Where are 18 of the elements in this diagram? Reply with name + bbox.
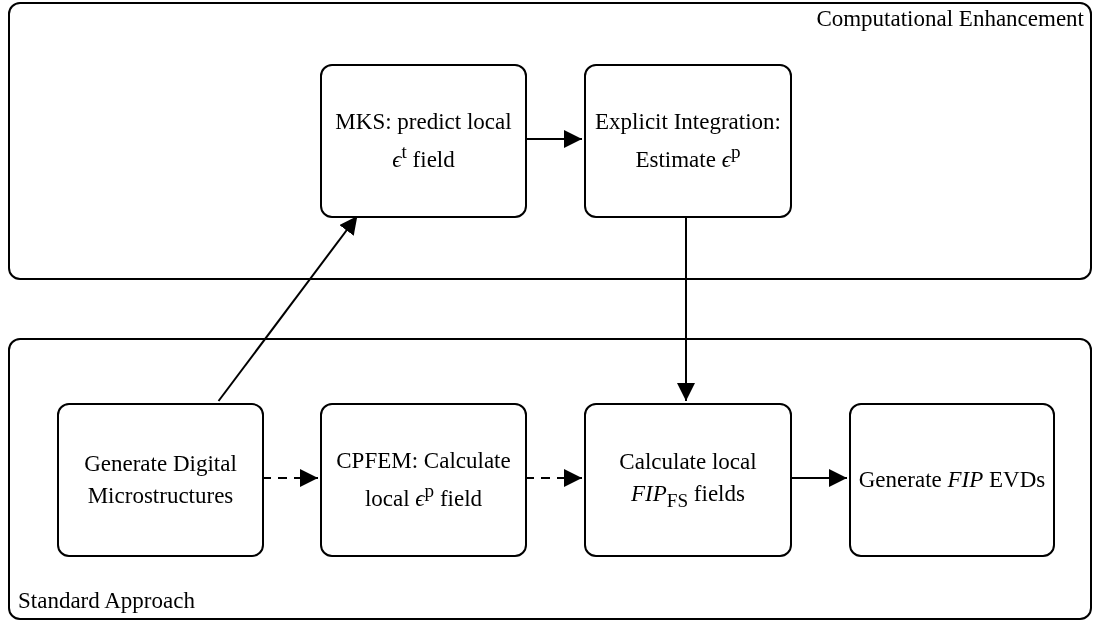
process-label: Explicit Integration: Estimate ϵ$^{p}$ (594, 108, 782, 174)
process-label: Calculate local FIP$_{FS}$ fields (618, 447, 758, 513)
process-box (584, 64, 792, 218)
process-box (57, 403, 264, 557)
process-box (584, 403, 792, 557)
process-box (320, 64, 527, 218)
group-panel (8, 338, 1092, 620)
arrow (217, 215, 359, 402)
group-title: Computational Enhancement (816, 6, 1084, 32)
process-label: Generate Digital Microstructures (83, 449, 238, 510)
group-title: Standard Approach (18, 588, 195, 614)
process-label: Generate FIP EVDs (858, 465, 1046, 494)
group-panel (8, 2, 1092, 280)
process-box (849, 403, 1055, 557)
process-label: CPFEM: Calculate local ϵ$^{p}$ field (335, 447, 512, 513)
process-box (320, 403, 527, 557)
arrow (677, 215, 695, 402)
process-label: MKS: predict local ϵ$^{t}$ field (334, 108, 513, 174)
